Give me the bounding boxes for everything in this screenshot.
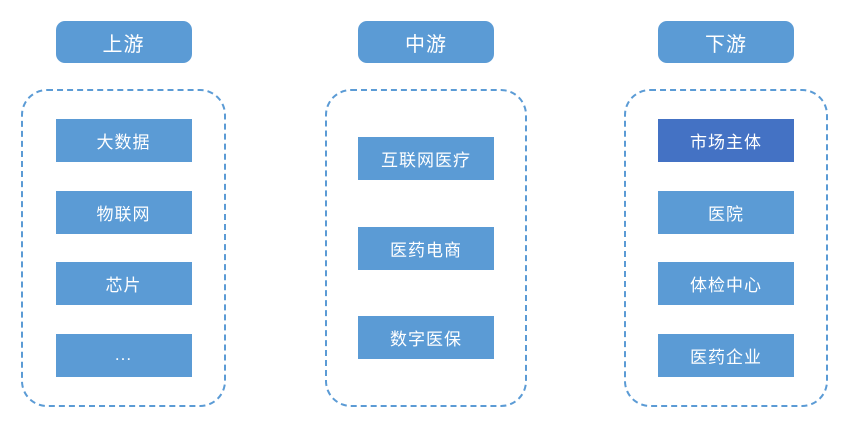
item-box: ... [55,333,192,377]
item-box: 市场主体 [658,119,794,163]
column-midstream: 中游互联网医疗医药电商数字医保 [325,0,527,407]
column-upstream: 上游大数据物联网芯片... [21,0,226,407]
item-box: 医药电商 [358,226,494,270]
item-box: 医药企业 [658,333,794,377]
item-box: 互联网医疗 [358,137,494,181]
column-header-downstream: 下游 [658,21,794,63]
column-panel-downstream: 市场主体医院体检中心医药企业 [624,89,828,407]
item-box: 大数据 [55,119,192,163]
column-panel-midstream: 互联网医疗医药电商数字医保 [325,89,527,407]
item-box: 医院 [658,190,794,234]
column-header-midstream: 中游 [358,21,494,63]
column-panel-upstream: 大数据物联网芯片... [21,89,226,407]
item-box: 芯片 [55,262,192,306]
item-box: 物联网 [55,190,192,234]
column-header-upstream: 上游 [55,21,192,63]
column-downstream: 下游市场主体医院体检中心医药企业 [624,0,828,407]
item-box: 数字医保 [358,315,494,359]
item-box: 体检中心 [658,262,794,306]
